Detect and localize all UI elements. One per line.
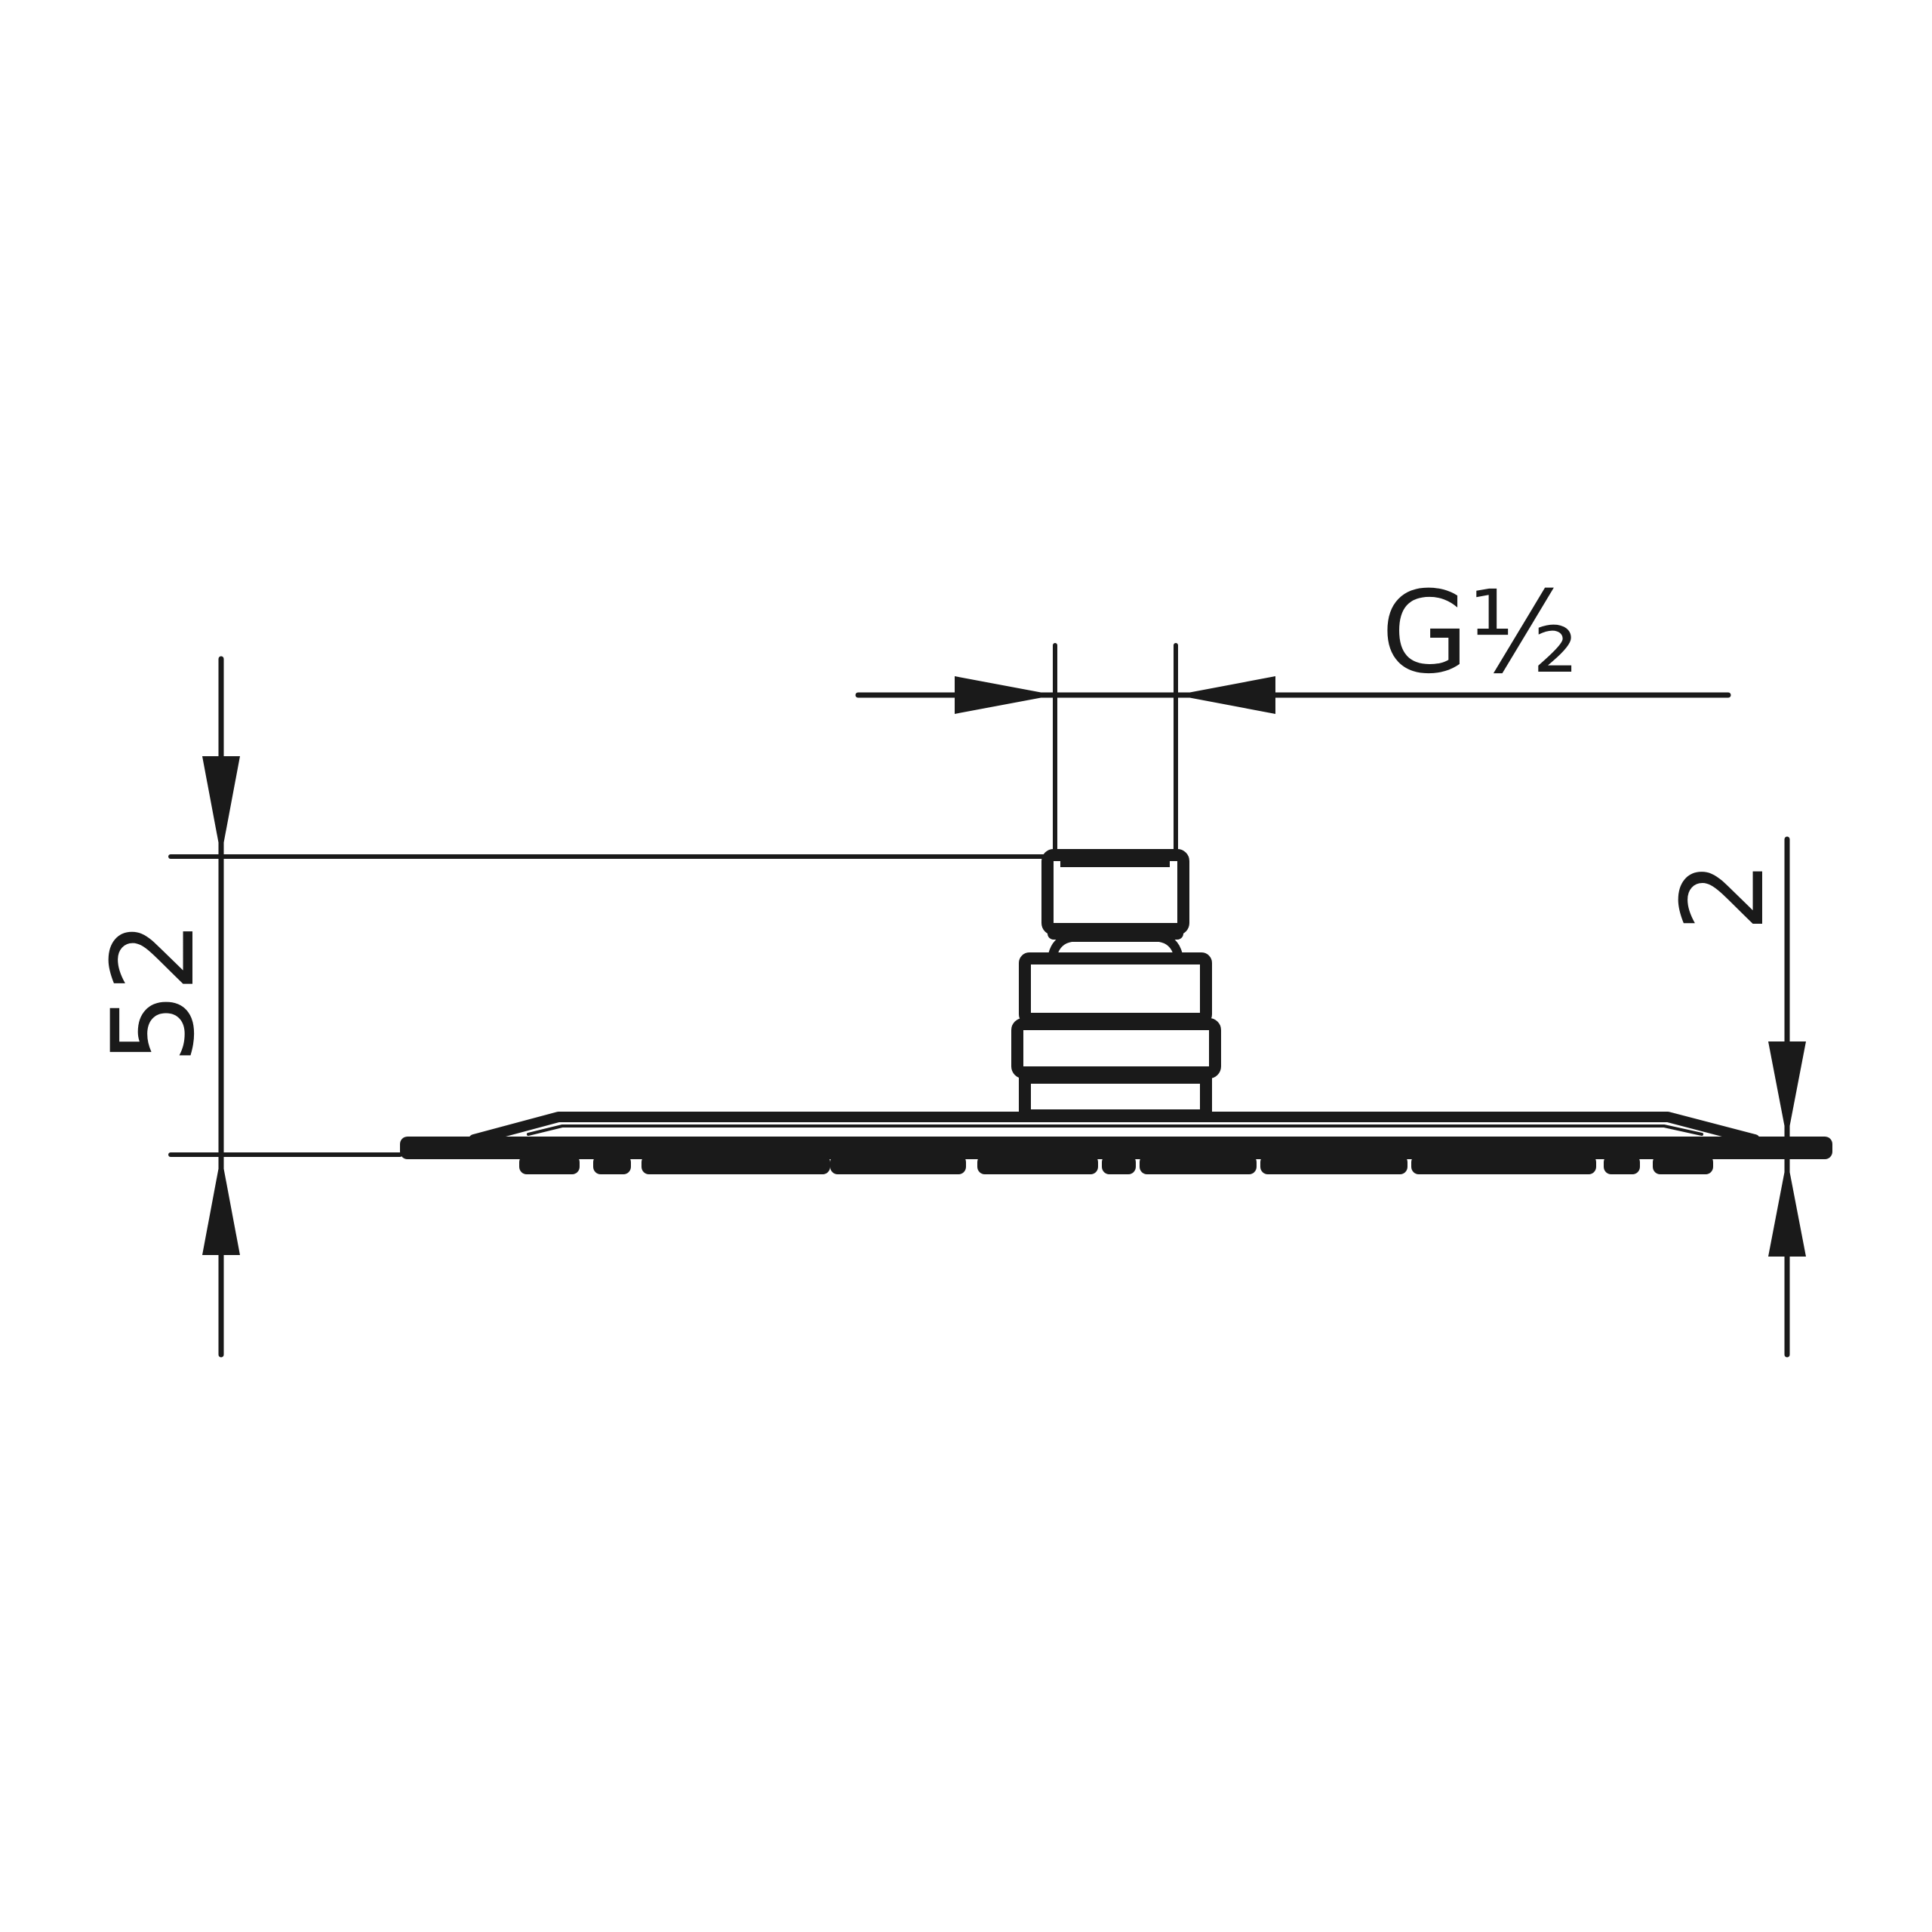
plate-body	[400, 1137, 1832, 1159]
arrow-down-icon	[202, 756, 240, 857]
nozzle-group	[1140, 1155, 1257, 1174]
height-label: 52	[88, 920, 220, 1064]
arrow-right-icon	[955, 676, 1055, 714]
arrow-down-icon	[1768, 1041, 1806, 1140]
thread-dimension: G½	[855, 568, 1731, 855]
nozzle-group	[977, 1155, 1098, 1174]
plate-upper-profile	[469, 1112, 1760, 1145]
plate-upper-inner-edge	[527, 1124, 1703, 1136]
connector-nut	[1041, 849, 1189, 959]
joint-base-block	[1019, 1072, 1212, 1121]
nozzle-group	[641, 1155, 830, 1174]
nut-neck	[1048, 933, 1183, 959]
nozzle-group	[1102, 1155, 1136, 1174]
nozzle-group	[593, 1155, 631, 1174]
nozzle-group	[519, 1155, 580, 1174]
joint-upper-block	[1019, 952, 1212, 1025]
thickness-dimension: 2	[1658, 836, 1806, 1358]
shower-head	[400, 849, 1832, 1174]
nozzle-group	[1260, 1155, 1407, 1174]
nozzle-row	[519, 1155, 1713, 1174]
nozzle-group	[1604, 1155, 1640, 1174]
arrow-left-icon	[1176, 676, 1275, 714]
height-dimension: 52	[88, 656, 1051, 1358]
joint-collar	[1011, 1018, 1221, 1078]
arrow-up-icon	[1768, 1158, 1806, 1257]
thickness-label: 2	[1658, 860, 1789, 932]
thread-label: G½	[1381, 568, 1579, 699]
nozzle-group	[830, 1155, 966, 1174]
nut-thread-band	[1060, 855, 1170, 867]
nozzle-group	[1411, 1155, 1596, 1174]
nozzle-group	[1653, 1155, 1713, 1174]
arrow-up-icon	[202, 1155, 240, 1255]
